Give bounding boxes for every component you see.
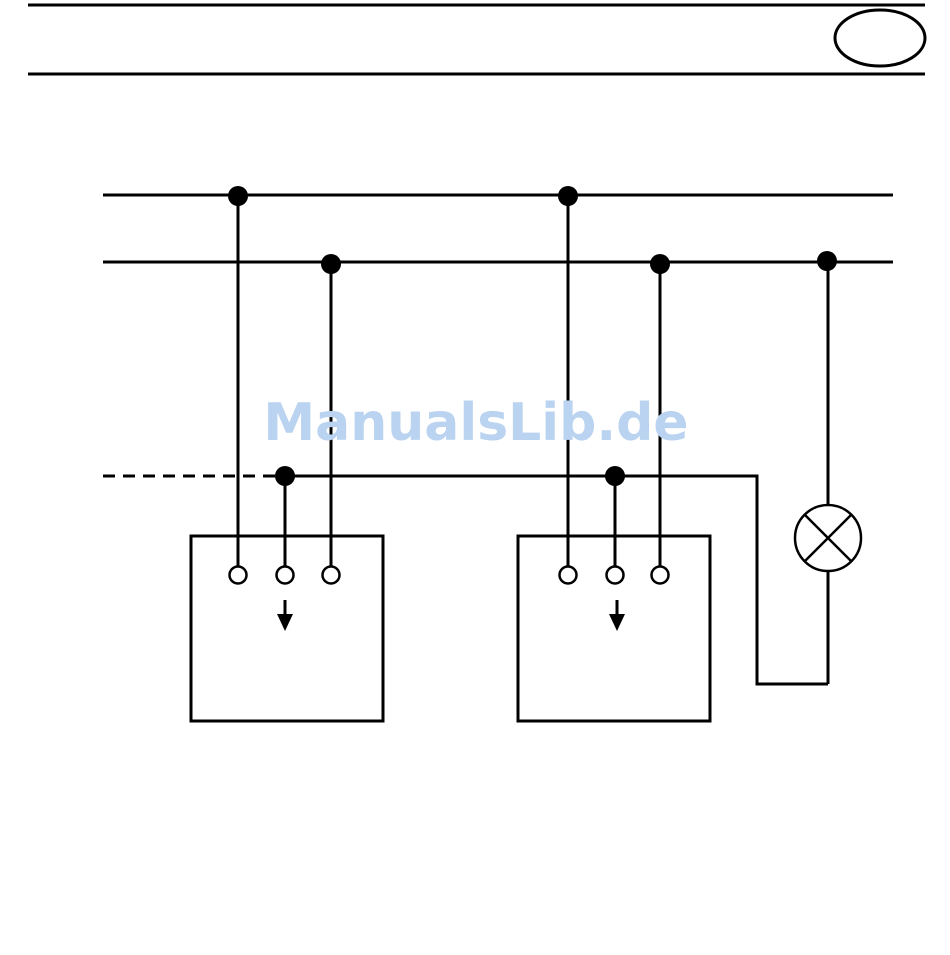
switch-2-terminal <box>652 567 669 584</box>
junction-node <box>605 466 625 486</box>
junction-node <box>558 186 578 206</box>
junction-node <box>228 186 248 206</box>
junction-node <box>817 251 837 271</box>
watermark-text: ManualsLib.de <box>263 393 688 453</box>
junction-node <box>650 254 670 274</box>
junction-node <box>321 254 341 274</box>
lamp-icon <box>795 505 861 571</box>
switch-2-terminal <box>607 567 624 584</box>
switch-2-arrow-icon <box>609 614 625 631</box>
switch-1 <box>191 536 383 721</box>
header-badge-oval <box>835 10 925 66</box>
junction-node <box>275 466 295 486</box>
switch-1-terminal <box>230 567 247 584</box>
switch-1-terminal <box>323 567 340 584</box>
switch-1-housing <box>191 536 383 721</box>
switch-1-arrow-icon <box>277 614 293 631</box>
switch-2-terminal <box>560 567 577 584</box>
switch-1-terminal <box>277 567 294 584</box>
control-line <box>285 476 828 684</box>
